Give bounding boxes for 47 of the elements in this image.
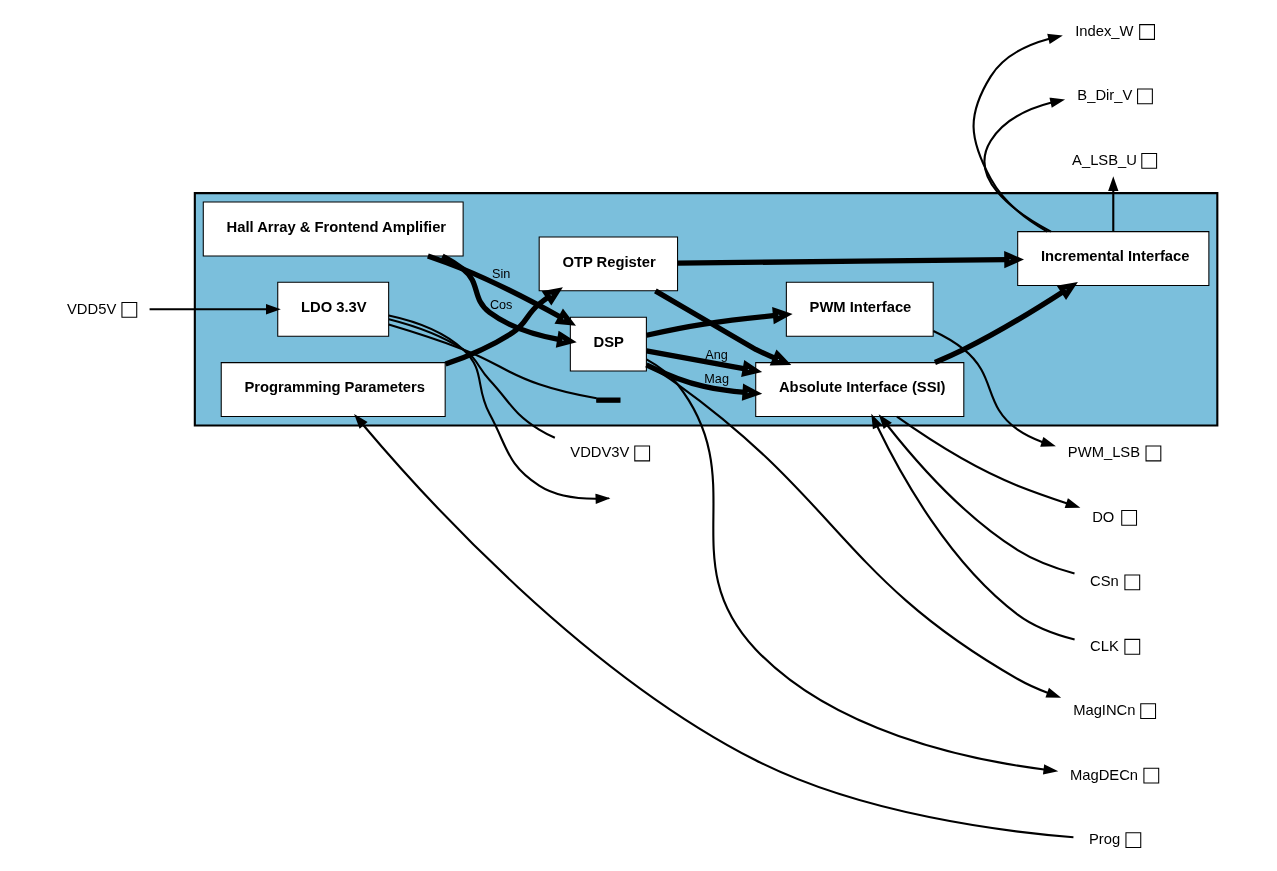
arrow [878, 414, 1075, 575]
edge-label: Cos [489, 297, 512, 312]
node-box: OTP Register [538, 236, 678, 292]
node-box: PWM Interface [785, 281, 934, 337]
arrow [933, 282, 1078, 365]
arrow [645, 348, 762, 377]
node-box: DSP [569, 316, 647, 372]
edge-label: Mag [703, 371, 729, 386]
arrow [440, 253, 577, 348]
arrow [677, 251, 1024, 269]
edge-label: Ang [704, 347, 728, 362]
arrow [653, 288, 791, 366]
arrow [149, 304, 281, 315]
arrow [353, 414, 1074, 839]
node-box: Incremental Interface [1016, 231, 1209, 287]
node-label: VDD5V [66, 300, 116, 317]
arrow [972, 33, 1063, 233]
node-label: VDDV3V [569, 444, 629, 461]
arrow [870, 413, 1075, 641]
arrow [932, 330, 1056, 447]
node-label: B_Dir_V [1076, 87, 1132, 104]
node-label: Prog [1088, 830, 1120, 847]
arrow [426, 253, 576, 326]
arrow [983, 97, 1065, 233]
node-box: Hall Array & Frontend Amplifier [202, 201, 464, 257]
connector [388, 318, 555, 439]
node-label: MagINCn [1072, 702, 1136, 719]
node-label: DO [1091, 508, 1114, 525]
node-label: A_LSB_U [1071, 151, 1137, 168]
node-box: Programming Parameters [220, 362, 446, 417]
connector [387, 323, 597, 400]
node-label: CLK [1089, 637, 1119, 654]
node-box: LDO 3.3V [276, 281, 389, 337]
node-box: Absolute Interface (SSI) [754, 362, 964, 417]
arrow [645, 358, 1058, 775]
arrow [644, 362, 762, 401]
arrow [645, 307, 793, 338]
edge-label: Sin [491, 267, 510, 282]
arrow [1107, 176, 1118, 232]
node-label: PWM_LSB [1067, 444, 1140, 461]
node-label: Index_W [1074, 22, 1134, 39]
arrow [444, 287, 563, 367]
arrow [645, 363, 1061, 698]
node-label: MagDECn [1069, 766, 1138, 783]
node-bar [595, 397, 620, 403]
node-label: CSn [1089, 573, 1119, 590]
arrow [895, 415, 1080, 509]
